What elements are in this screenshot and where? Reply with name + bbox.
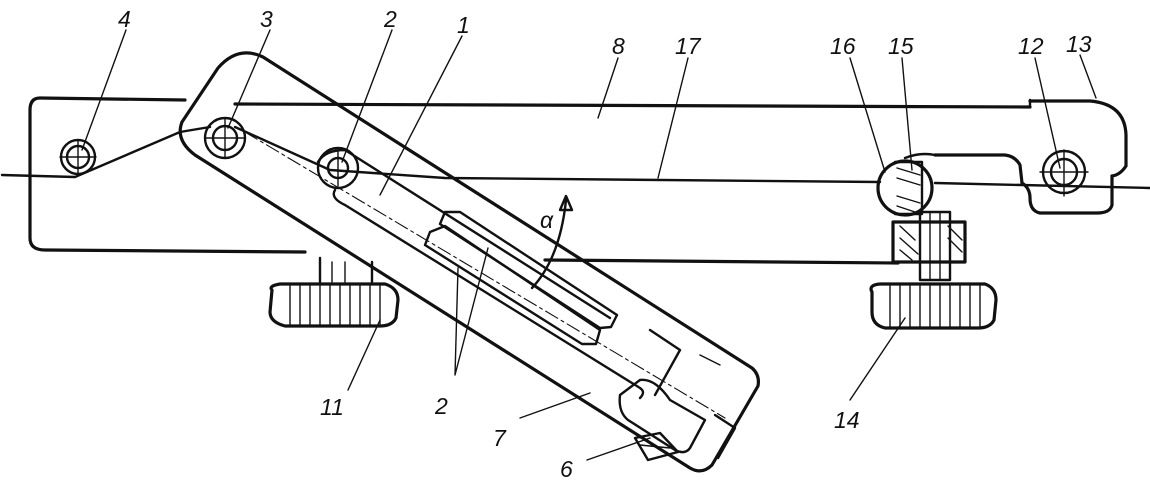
angle-label: α bbox=[540, 207, 554, 233]
label-part-3: 2 bbox=[383, 6, 397, 32]
angle-indicator: α bbox=[530, 194, 574, 290]
clamp-plates bbox=[423, 210, 619, 346]
pivot-3 bbox=[316, 146, 360, 190]
label-part-11: 11 bbox=[320, 394, 344, 420]
leader-lines bbox=[81, 29, 1097, 461]
label-part-8: 8 bbox=[612, 33, 625, 59]
label-part-16: 16 bbox=[830, 33, 856, 59]
label-part-4: 3 bbox=[260, 6, 273, 32]
adjusting-nut-14 bbox=[869, 210, 998, 330]
pivot-12 bbox=[1039, 149, 1089, 197]
roller-16 bbox=[876, 159, 934, 217]
pivot-5 bbox=[59, 138, 97, 176]
label-part-13: 13 bbox=[1066, 31, 1092, 57]
label-part-2: 2 bbox=[434, 393, 448, 419]
label-part-14: 14 bbox=[834, 407, 860, 433]
adjusting-nut-11 bbox=[268, 256, 400, 328]
label-part-1: 1 bbox=[457, 12, 470, 38]
label-part-6: 6 bbox=[560, 456, 573, 480]
cord-line bbox=[0, 125, 1150, 190]
label-part-17: 17 bbox=[675, 33, 702, 59]
label-part-5: 4 bbox=[118, 6, 131, 32]
label-part-12: 12 bbox=[1018, 33, 1044, 59]
label-part-15: 15 bbox=[888, 33, 914, 59]
upper-bar bbox=[28, 96, 1128, 265]
part-labels: 4 3 2 1 8 17 16 15 12 13 11 2 7 6 14 bbox=[118, 6, 1092, 480]
pivot-4 bbox=[203, 116, 247, 160]
label-part-7: 7 bbox=[493, 425, 507, 451]
